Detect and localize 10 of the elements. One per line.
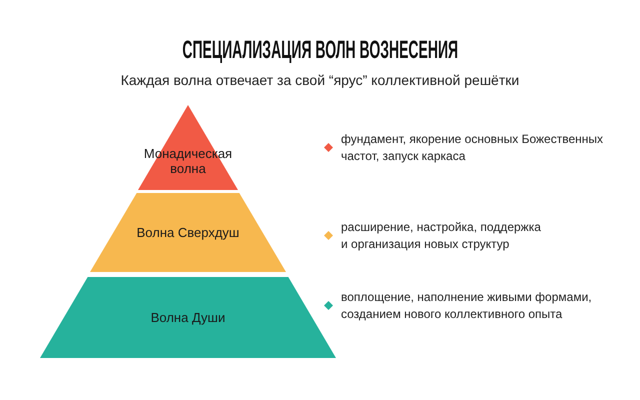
tier-label: Волна Сверхдуш: [136, 225, 240, 240]
pyramid-tier: [40, 277, 336, 358]
description-text: расширение, настройка, поддержка и организация новых структур: [341, 219, 541, 253]
description-text: воплощение, наполнение живыми формами, созданием нового коллективного опыта: [341, 289, 593, 323]
tier-label: Волна Души: [150, 310, 226, 325]
description-text: фундамент, якорение основных Божественных частот, запуск каркаса: [341, 131, 604, 165]
title: СПЕЦИАЛИЗАЦИЯ ВОЛН ВОЗНЕСЕНИЯ: [182, 36, 458, 64]
subtitle: Каждая волна отвечает за свой “ярус” коллективной решётки: [120, 72, 520, 88]
pyramid-tier: [90, 193, 286, 272]
pyramid-apex: [138, 105, 238, 190]
